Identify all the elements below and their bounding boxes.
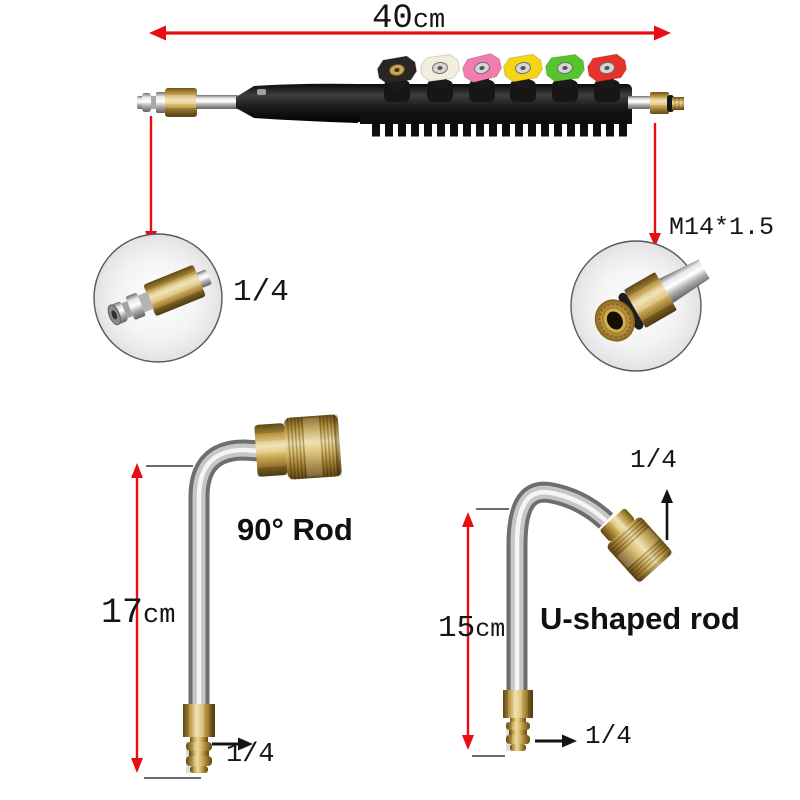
rod-90-connector-label: 1/4: [226, 740, 275, 770]
nozzle-red: [586, 53, 628, 83]
wand-length-dimension-arrow: [149, 25, 671, 41]
arrow-right-head: [654, 25, 671, 41]
wand-grip: [236, 83, 358, 123]
rod-u-dimension: [462, 508, 509, 757]
rod-90-coupler: [254, 414, 342, 480]
nozzle-green: [545, 53, 585, 83]
right-callout-pointer: [649, 123, 661, 247]
left-callout-pointer: [145, 116, 157, 245]
nozzle-yellow: [502, 53, 544, 83]
rod-90-title: 90° Rod: [237, 512, 353, 547]
wand-length-value: 40: [372, 0, 413, 38]
wand-left-brass-nut: [165, 88, 197, 117]
right-connector-callout: [570, 240, 710, 372]
rod-u-bottom-connector: [503, 690, 533, 751]
right-connector-label: M14*1.5: [669, 213, 775, 242]
rod-u-bottom-connector-label: 1/4: [585, 721, 632, 751]
wand-left-shaft: [196, 95, 238, 109]
left-connector-label: 1/4: [233, 275, 289, 310]
nozzle-black: [376, 55, 418, 85]
rod-u-bottom-connector-pointer: [535, 734, 577, 748]
rod-u-length-label: 15cm: [438, 613, 505, 644]
rod-u-coupler: [600, 508, 673, 583]
wand-length-unit: cm: [412, 6, 446, 36]
arrow-left-head: [149, 25, 166, 41]
rod-90-length-value: 17: [101, 593, 144, 633]
pressure-washer-wand: [137, 52, 684, 137]
wand-length-label: 40cm: [372, 2, 445, 36]
nozzle-pink: [461, 52, 503, 84]
rod-u-length-unit: cm: [475, 615, 506, 644]
rod-90-connector-pointer: [212, 737, 253, 751]
wand-right-connector: [628, 92, 684, 114]
rod-u-title: U-shaped rod: [540, 601, 740, 636]
rod-90-dimension: [131, 463, 201, 779]
nozzle-row: [376, 52, 628, 102]
rod-90-length-label: 17cm: [101, 596, 175, 631]
wand-grip-clip: [257, 89, 266, 95]
rod-u-top-connector-label: 1/4: [630, 445, 677, 475]
rod-90-length-unit: cm: [143, 601, 176, 631]
rod-u: [462, 481, 673, 757]
rod-90: [131, 414, 342, 779]
rod-u-top-connector-pointer: [661, 489, 673, 540]
left-connector-callout: [93, 233, 223, 363]
nozzle-white: [420, 53, 460, 83]
wand-left-quick-connect: [137, 92, 166, 113]
rod-u-length-value: 15: [438, 611, 476, 646]
rod-90-bottom-connector: [183, 704, 215, 773]
